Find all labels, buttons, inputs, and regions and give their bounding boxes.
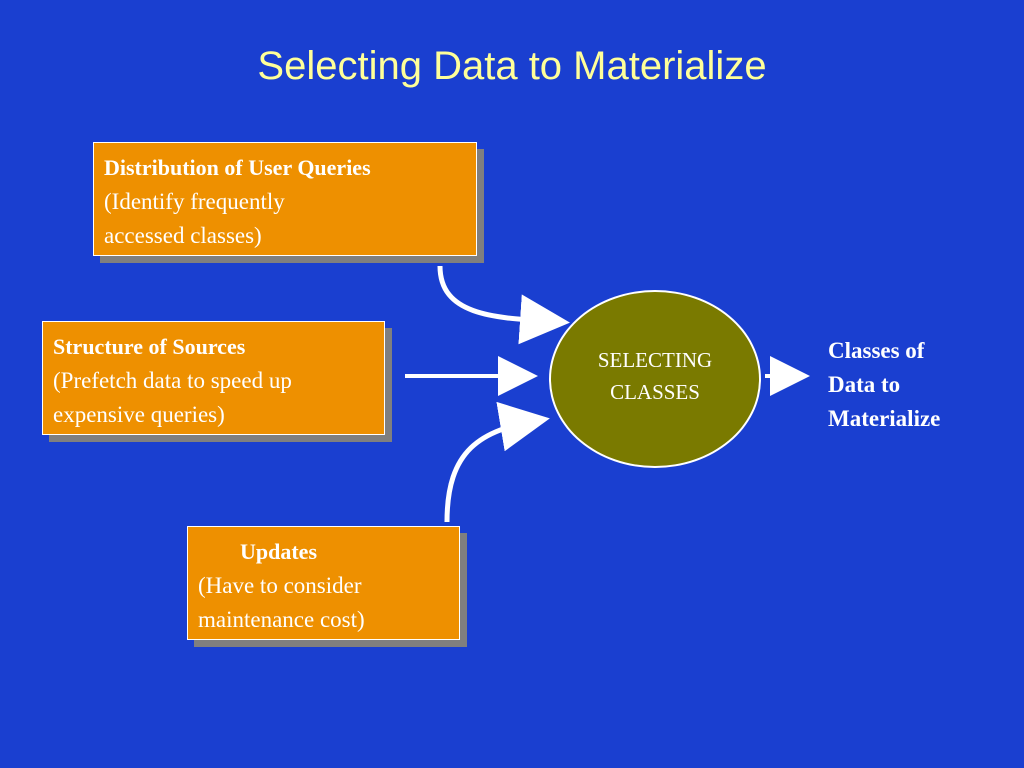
process-label-line-2: CLASSES bbox=[610, 380, 700, 404]
input-desc-updates: (Have to consider maintenance cost) bbox=[198, 573, 365, 632]
process-label: SELECTING CLASSES bbox=[549, 344, 761, 408]
process-ellipse bbox=[549, 290, 761, 468]
input-desc-user-queries: (Identify frequently accessed classes) bbox=[104, 189, 285, 248]
input-heading-updates: Updates bbox=[240, 539, 318, 564]
input-box-structure-of-sources: Structure of Sources (Prefetch data to s… bbox=[42, 321, 385, 435]
arrow-queries-to-process bbox=[437, 265, 570, 345]
slide-title: Selecting Data to Materialize bbox=[257, 44, 767, 88]
input-heading-user-queries: Distribution of User Queries bbox=[104, 155, 371, 180]
input-desc-structure-of-sources: (Prefetch data to speed up expensive que… bbox=[53, 368, 292, 427]
process-label-line-1: SELECTING bbox=[597, 348, 713, 372]
input-box-updates: Updates (Have to consider maintenance co… bbox=[187, 526, 460, 640]
input-heading-structure-of-sources: Structure of Sources bbox=[53, 334, 246, 359]
output-label: Classes of Data to Materialize bbox=[828, 338, 941, 431]
input-box-user-queries: Distribution of User Queries (Identify f… bbox=[93, 142, 477, 256]
arrow-updates-to-process bbox=[444, 401, 550, 523]
